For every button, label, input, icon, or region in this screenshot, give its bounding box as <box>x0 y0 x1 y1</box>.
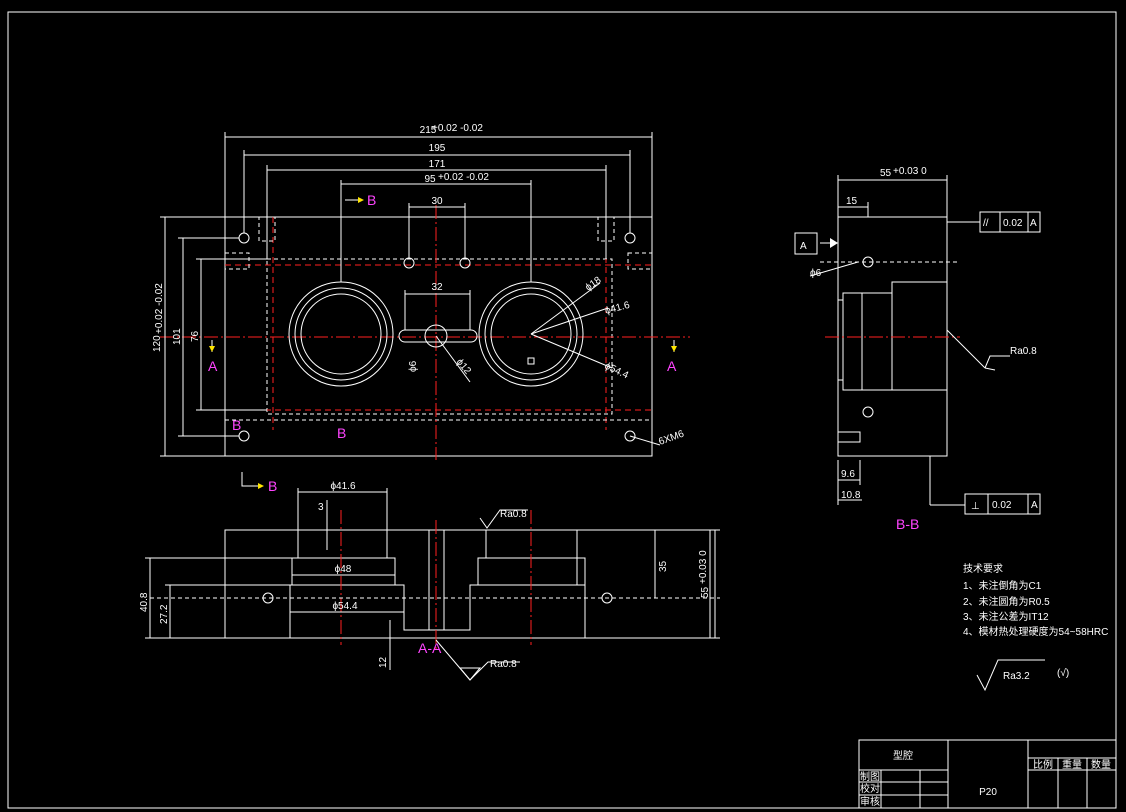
dim-171: 171 <box>429 159 446 170</box>
bb-dia-6: ϕ6 <box>810 268 822 279</box>
tech-req-title: 技术要求 <box>963 562 1003 575</box>
material: P20 <box>979 787 997 798</box>
perp-tol-frame <box>964 493 1041 515</box>
aa-dim-55: 55 <box>700 586 711 598</box>
bb-parallel-symbol: // <box>983 218 989 229</box>
aa-section-label: A-A <box>418 640 442 656</box>
bb-parallel-ref: A <box>1030 218 1037 229</box>
runner-slot <box>398 329 478 343</box>
dim-120: 120 <box>152 335 163 352</box>
tech-req-item: 3、未注公差为IT12 <box>963 610 1049 623</box>
col-qty: 数量 <box>1091 758 1111 771</box>
col-scale: 比例 <box>1033 758 1053 771</box>
dim-95: 95 <box>424 174 436 185</box>
bb-perp-tol: 0.02 <box>992 500 1012 511</box>
dim-101: 101 <box>172 328 183 345</box>
aa-dia-48: ϕ48 <box>335 564 352 575</box>
aa-dim-55-tol: +0.03 0 <box>698 550 709 584</box>
section-mark-b-left: B <box>232 417 241 433</box>
bolt-hole <box>624 430 636 442</box>
drawing-frame <box>7 11 1117 809</box>
datum-a-box <box>794 232 818 255</box>
dim-215: 215 <box>420 125 437 136</box>
bolt-hole <box>624 232 636 244</box>
bb-dim-10-8: 10.8 <box>841 490 861 501</box>
section-bb-view <box>794 175 1041 515</box>
roughness-symbol: (√) <box>1057 667 1069 679</box>
aa-dia-54-4: ϕ54.4 <box>332 601 358 612</box>
dia-54-4: ϕ54.4 <box>603 361 631 382</box>
aa-dim-40-8: 40.8 <box>139 592 150 612</box>
bb-perp-symbol: ⊥ <box>971 501 980 512</box>
dim-95-tol: +0.02 -0.02 <box>438 172 489 183</box>
row-check: 校对 <box>860 782 880 795</box>
general-roughness-symbol <box>976 659 1045 692</box>
aa-dia-41-6: ϕ41.6 <box>330 481 356 492</box>
section-mark-b-bottom: B <box>268 478 277 494</box>
title-block <box>858 739 1117 809</box>
row-review: 审核 <box>860 795 880 808</box>
sprue-circle <box>424 324 448 348</box>
left-cavity-outer <box>288 281 394 387</box>
dia-6: ϕ6 <box>408 360 419 372</box>
bb-datum-a: A <box>800 241 807 252</box>
tech-req-item: 2、未注圆角为R0.5 <box>963 595 1050 608</box>
dia-12: ϕ12 <box>454 357 473 377</box>
thread-label: 6XM6 <box>657 428 686 447</box>
section-aa-view <box>145 488 720 681</box>
dim-30: 30 <box>431 196 443 207</box>
roughness-value: Ra3.2 <box>1003 671 1030 682</box>
section-mark-a-left: A <box>208 358 218 374</box>
bb-dim-9-6: 9.6 <box>841 469 855 480</box>
dia-18: ϕ18 <box>583 275 603 294</box>
row-draw: 制图 <box>860 770 880 783</box>
bb-ra: Ra0.8 <box>1010 346 1037 357</box>
dia-41-6: ϕ41.6 <box>604 300 631 317</box>
aa-dim-3: 3 <box>318 502 324 513</box>
section-mark-b-top: B <box>367 192 376 208</box>
bb-dim-55-tol: +0.03 0 <box>893 166 927 177</box>
bb-dim-15: 15 <box>846 196 858 207</box>
plan-view <box>160 132 690 489</box>
aa-dim-35: 35 <box>658 560 669 572</box>
tech-req-item: 1、未注倒角为C1 <box>963 579 1042 592</box>
section-mark-a-right: A <box>667 358 677 374</box>
tech-req-item: 4、模材热处理硬度为54~58HRC <box>963 625 1108 638</box>
dim-120-tol: +0.02 -0.02 <box>154 283 165 334</box>
section-mark-b-mid: B <box>337 425 346 441</box>
aa-dim-12: 12 <box>378 656 389 668</box>
aa-ra-top: Ra0.8 <box>500 509 527 520</box>
bb-parallel-tol: 0.02 <box>1003 218 1023 229</box>
part-name: 型腔 <box>893 749 913 762</box>
dim-195: 195 <box>429 143 446 154</box>
bb-dim-55: 55 <box>880 168 892 179</box>
aa-ra-bottom: Ra0.8 <box>490 659 517 670</box>
dim-76: 76 <box>190 330 201 342</box>
bb-perp-ref: A <box>1031 500 1038 511</box>
bb-section-label: B-B <box>896 516 919 532</box>
parallel-tol-frame <box>979 211 1041 233</box>
col-weight: 重量 <box>1062 758 1082 771</box>
dim-32: 32 <box>431 282 443 293</box>
bolt-hole <box>238 232 250 244</box>
aa-dim-27-2: 27.2 <box>159 604 170 624</box>
dim-215-tol: +0.02 -0.02 <box>432 123 483 134</box>
